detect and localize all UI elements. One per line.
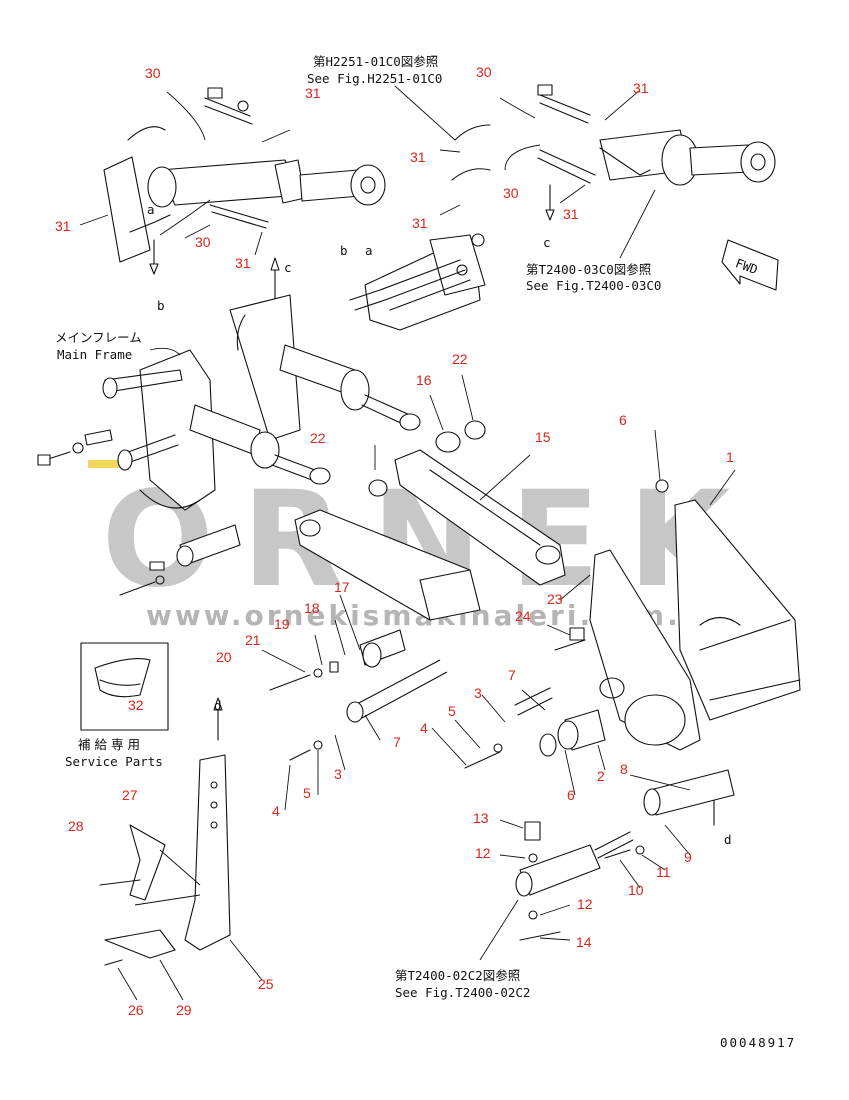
drawing-code: 00048917 (720, 1035, 796, 1050)
letter-d-left: d (214, 698, 222, 713)
service-parts-box (80, 642, 169, 731)
ref-right-jp: 第T2400-03C0図参照 (526, 262, 651, 277)
part-label: 3 (474, 685, 482, 701)
part-label: 12 (577, 896, 593, 912)
watermark-accent-bar (88, 460, 130, 468)
ripper-assembly (99, 754, 231, 966)
letter-c-right: c (543, 235, 551, 250)
part-label: 10 (628, 882, 644, 898)
part-label: 22 (310, 430, 326, 446)
part-label: 5 (448, 703, 456, 719)
part-label: 30 (503, 185, 519, 201)
svg-text:a: a (147, 202, 155, 217)
letter-b: b (157, 298, 165, 313)
part-label: 19 (274, 616, 290, 632)
part-label: 6 (619, 412, 627, 428)
main-frame-assembly (37, 294, 421, 511)
main-frame-jp: メインフレーム (55, 330, 142, 345)
part-label: 31 (305, 85, 321, 101)
lift-cylinder-right (394, 84, 776, 259)
part-label: 29 (176, 1002, 192, 1018)
part-label: 9 (684, 849, 692, 865)
track-frame (589, 479, 801, 751)
part-label: 22 (452, 351, 468, 367)
ref-top-jp: 第H2251-01C0図参照 (313, 54, 438, 69)
small-cylinder (479, 821, 645, 961)
part-label: 28 (68, 818, 84, 834)
part-label: 25 (258, 976, 274, 992)
main-frame-en: Main Frame (57, 347, 132, 362)
part-label: 17 (334, 579, 350, 595)
ref-right-en: See Fig.T2400-03C0 (526, 278, 661, 293)
part-label: 14 (576, 934, 592, 950)
part-label: 20 (216, 649, 232, 665)
part-label: 27 (122, 787, 138, 803)
service-parts-jp: 補給専用 (78, 737, 144, 752)
part-label: 31 (55, 218, 71, 234)
part-label: 16 (416, 372, 432, 388)
part-label: 18 (304, 600, 320, 616)
part-label: 24 (515, 608, 531, 624)
part-labels: 30 31 30 31 31 30 31 31 30 31 31 16 22 2… (55, 64, 734, 1018)
part-label: 30 (476, 64, 492, 80)
part-label: 31 (235, 255, 251, 271)
ref-bottom-en: See Fig.T2400-02C2 (395, 985, 530, 1000)
part-label: 31 (412, 215, 428, 231)
ref-bottom-jp: 第T2400-02C2図参照 (395, 968, 520, 983)
letter-c: c (284, 260, 292, 275)
part-label: 31 (563, 206, 579, 222)
part-label: 12 (475, 845, 491, 861)
letter-d-right: d (724, 832, 732, 847)
equalizer-links (294, 420, 566, 621)
part-label: 4 (420, 720, 428, 736)
part-label: 2 (597, 768, 605, 784)
lift-cylinder-left: a (79, 87, 386, 263)
part-label: 4 (272, 803, 280, 819)
part-label: 21 (245, 632, 261, 648)
letter-b-top: b (340, 243, 348, 258)
leader-lines (117, 374, 736, 1001)
view-arrows (149, 184, 719, 826)
letter-a-bottom: a (365, 243, 373, 258)
part-label: 8 (620, 761, 628, 777)
part-label: 11 (656, 864, 671, 880)
service-part-number: 32 (128, 697, 144, 713)
reference-notes: 第H2251-01C0図参照 See Fig.H2251-01C0 第T2400… (55, 54, 796, 1050)
part-label: 13 (473, 810, 489, 826)
part-label: 31 (410, 149, 426, 165)
part-label: 31 (633, 80, 649, 96)
part-label: 6 (567, 787, 575, 803)
view-letters: a b b c c d d (157, 235, 732, 847)
part-label: 30 (145, 65, 161, 81)
part-label: 7 (393, 734, 401, 750)
control-valve (349, 233, 486, 331)
ref-top-en: See Fig.H2251-01C0 (307, 71, 442, 86)
fwd-label: FWD (734, 255, 760, 277)
part-label: 7 (508, 667, 516, 683)
forward-indicator: FWD (721, 239, 779, 291)
part-label: 26 (128, 1002, 144, 1018)
part-label: 3 (334, 766, 342, 782)
pins-bushings (119, 524, 735, 816)
part-label: 30 (195, 234, 211, 250)
part-label: 1 (726, 449, 734, 465)
service-parts-en: Service Parts (65, 754, 163, 769)
part-label: 15 (535, 429, 551, 445)
part-label: 5 (303, 785, 311, 801)
part-label: 23 (547, 591, 563, 607)
